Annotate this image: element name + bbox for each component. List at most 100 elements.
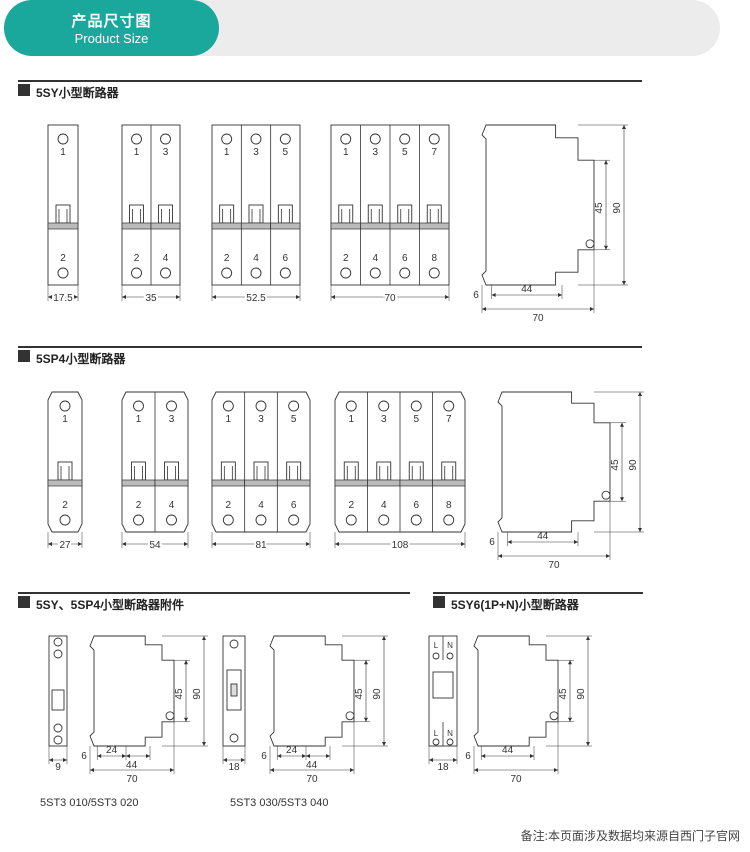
dim-arrow [146, 754, 150, 758]
terminal-circle [279, 133, 291, 145]
width-dim-label: 54 [149, 540, 161, 551]
height-45-label: 45 [594, 202, 605, 214]
dim-arrow [604, 245, 608, 250]
dim-arrow [184, 660, 188, 665]
dim-arrow [568, 660, 572, 665]
section-accessories: 5SY、5SP4小型断路器附件 [18, 592, 410, 612]
section-5sp4: 5SP4小型断路器 [18, 346, 642, 366]
dim-arrow [606, 554, 610, 558]
terminal-number: 4 [258, 500, 264, 511]
lever-band [121, 222, 152, 230]
terminal-circle [166, 514, 177, 526]
dim-arrow [491, 293, 496, 297]
rail-clip [345, 711, 355, 721]
terminal-number: 8 [431, 253, 437, 264]
width-18-label: 18 [437, 762, 449, 773]
dim-arrow [126, 754, 130, 758]
terminal-N: N [447, 641, 453, 650]
terminal-number: 1 [62, 414, 68, 425]
lever-band [211, 479, 246, 487]
terminal-circle [410, 514, 422, 526]
terminal-circle [53, 723, 63, 733]
terminal-circle [255, 400, 267, 412]
dim-arrow [97, 754, 102, 758]
terminal-circle [443, 400, 455, 412]
depth-6-label: 6 [81, 751, 87, 762]
dim-arrow [302, 754, 306, 758]
lever-band [367, 479, 401, 487]
terminal-number: 1 [224, 147, 230, 158]
side-profile [481, 124, 595, 286]
terminal-circle [369, 267, 381, 279]
dim-arrow [568, 717, 572, 722]
dim-arrow [620, 422, 624, 427]
dim-arrow [364, 717, 368, 722]
terminal-number: 5 [283, 147, 289, 158]
dim-arrow [638, 528, 642, 532]
terminal-circle [53, 735, 63, 745]
width-dim-label: 52.5 [246, 293, 266, 304]
side-profile [473, 635, 559, 747]
dim-arrow [445, 295, 449, 299]
lever-band [240, 222, 272, 230]
terminal-number: 1 [136, 414, 142, 425]
terminal-number: 2 [226, 500, 232, 511]
lever-band [276, 479, 311, 487]
dim-arrow [306, 542, 310, 546]
terminal-number: 8 [446, 500, 452, 511]
terminal-circle [255, 514, 267, 526]
terminal-circle [221, 267, 233, 279]
lever-band [244, 479, 278, 487]
aux-window [226, 669, 242, 711]
rail-clip [165, 711, 175, 721]
terminal-number: 1 [348, 414, 354, 425]
terminal-number: 1 [226, 414, 232, 425]
dim-arrow [604, 160, 608, 165]
width-dim-label: 70 [384, 293, 396, 304]
terminal-number: 1 [60, 147, 66, 158]
dim-arrow [453, 758, 457, 762]
terminal-circle [428, 133, 440, 145]
page-title: 产品尺寸图 [71, 13, 152, 30]
dim-arrow [184, 717, 188, 722]
dim-arrow [122, 295, 126, 299]
dim-arrow [212, 542, 216, 546]
terminal-circle [446, 652, 454, 660]
depth-70-label: 70 [510, 774, 522, 785]
dim-arrow [48, 295, 52, 299]
width-dim-label: 35 [145, 293, 157, 304]
dim-arrow [122, 754, 126, 758]
side-profile [89, 635, 175, 747]
dim-arrow [622, 281, 626, 285]
section-title: 5SY6(1P+N)小型断路器 [451, 598, 579, 612]
depth-6-label: 6 [261, 751, 267, 762]
terminal-number: 6 [291, 500, 297, 511]
lever-band [154, 479, 189, 487]
height-45-label: 45 [174, 688, 185, 700]
dim-arrow [350, 768, 354, 772]
terminal-circle [160, 267, 171, 279]
terminal-circle [59, 514, 71, 526]
terminal-circle [53, 637, 63, 647]
dim-arrow [620, 497, 624, 502]
terminal-number: 7 [446, 414, 452, 425]
dim-arrow [482, 307, 486, 311]
terminal-number: 2 [136, 500, 142, 511]
caption-acc1: 5ST3 010/5ST3 020 [40, 797, 139, 809]
depth-6-label: 6 [473, 290, 479, 301]
dim-arrow [498, 554, 502, 558]
terminal-circle [222, 400, 234, 412]
terminal-circle [160, 133, 171, 145]
width-dim-label: 27 [59, 540, 71, 551]
dim-arrow [507, 540, 512, 544]
terminal-number: 6 [413, 500, 419, 511]
section-5sy: 5SY小型断路器 [18, 80, 642, 100]
terminal-circle [369, 133, 381, 145]
height-45-label: 45 [610, 459, 621, 471]
terminal-circle [345, 400, 357, 412]
terminal-number: 3 [372, 147, 378, 158]
terminal-number: 2 [348, 500, 354, 511]
depth-24-label: 24 [286, 745, 298, 756]
caption-acc2: 5ST3 030/5ST3 040 [230, 797, 329, 809]
